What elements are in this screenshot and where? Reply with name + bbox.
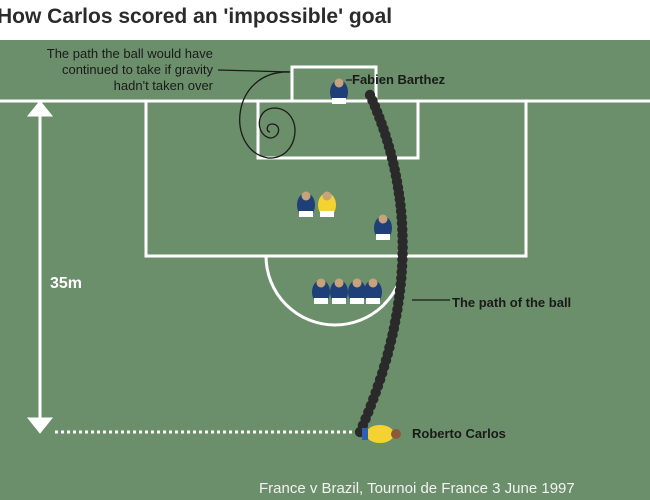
ball-path-label: The path of the ball: [452, 295, 572, 310]
distance-label: 35m: [50, 275, 83, 292]
goalkeeper-label: Fabien Barthez: [352, 72, 446, 87]
gravity-annotation-line-3: hadn't taken over: [113, 78, 213, 93]
gravity-spiral-path: [239, 71, 296, 159]
ball-position: [364, 89, 376, 101]
gravity-annotation-line-2: continued to take if gravity: [61, 62, 213, 77]
ball-trajectory: [354, 89, 408, 438]
gravity-annotation-leader: [217, 69, 291, 73]
goalkeeper-barthez: [330, 78, 348, 104]
pitch: [0, 40, 650, 500]
marker-player: [374, 214, 392, 240]
distance-arrow: [26, 100, 54, 434]
shooter-label: Roberto Carlos: [412, 426, 506, 441]
roberto-carlos-player: [362, 425, 401, 443]
wall-player: [330, 278, 348, 304]
brazil-attacker: [318, 191, 336, 217]
wall-player: [348, 278, 366, 304]
arrow-head-down: [26, 417, 54, 434]
arrow-head-up: [26, 100, 54, 117]
page-title: How Carlos scored an 'impossible' goal: [0, 5, 393, 28]
players: [297, 78, 401, 443]
defender-player: [297, 191, 315, 217]
match-caption: France v Brazil, Tournoi de France 3 Jun…: [259, 480, 575, 497]
wall-player: [312, 278, 330, 304]
gravity-path-annotation: The path the ball would have continued t…: [0, 46, 213, 94]
wall-player: [364, 278, 382, 304]
gravity-annotation-line-1: The path the ball would have: [46, 46, 213, 61]
penalty-box: [144, 99, 528, 258]
